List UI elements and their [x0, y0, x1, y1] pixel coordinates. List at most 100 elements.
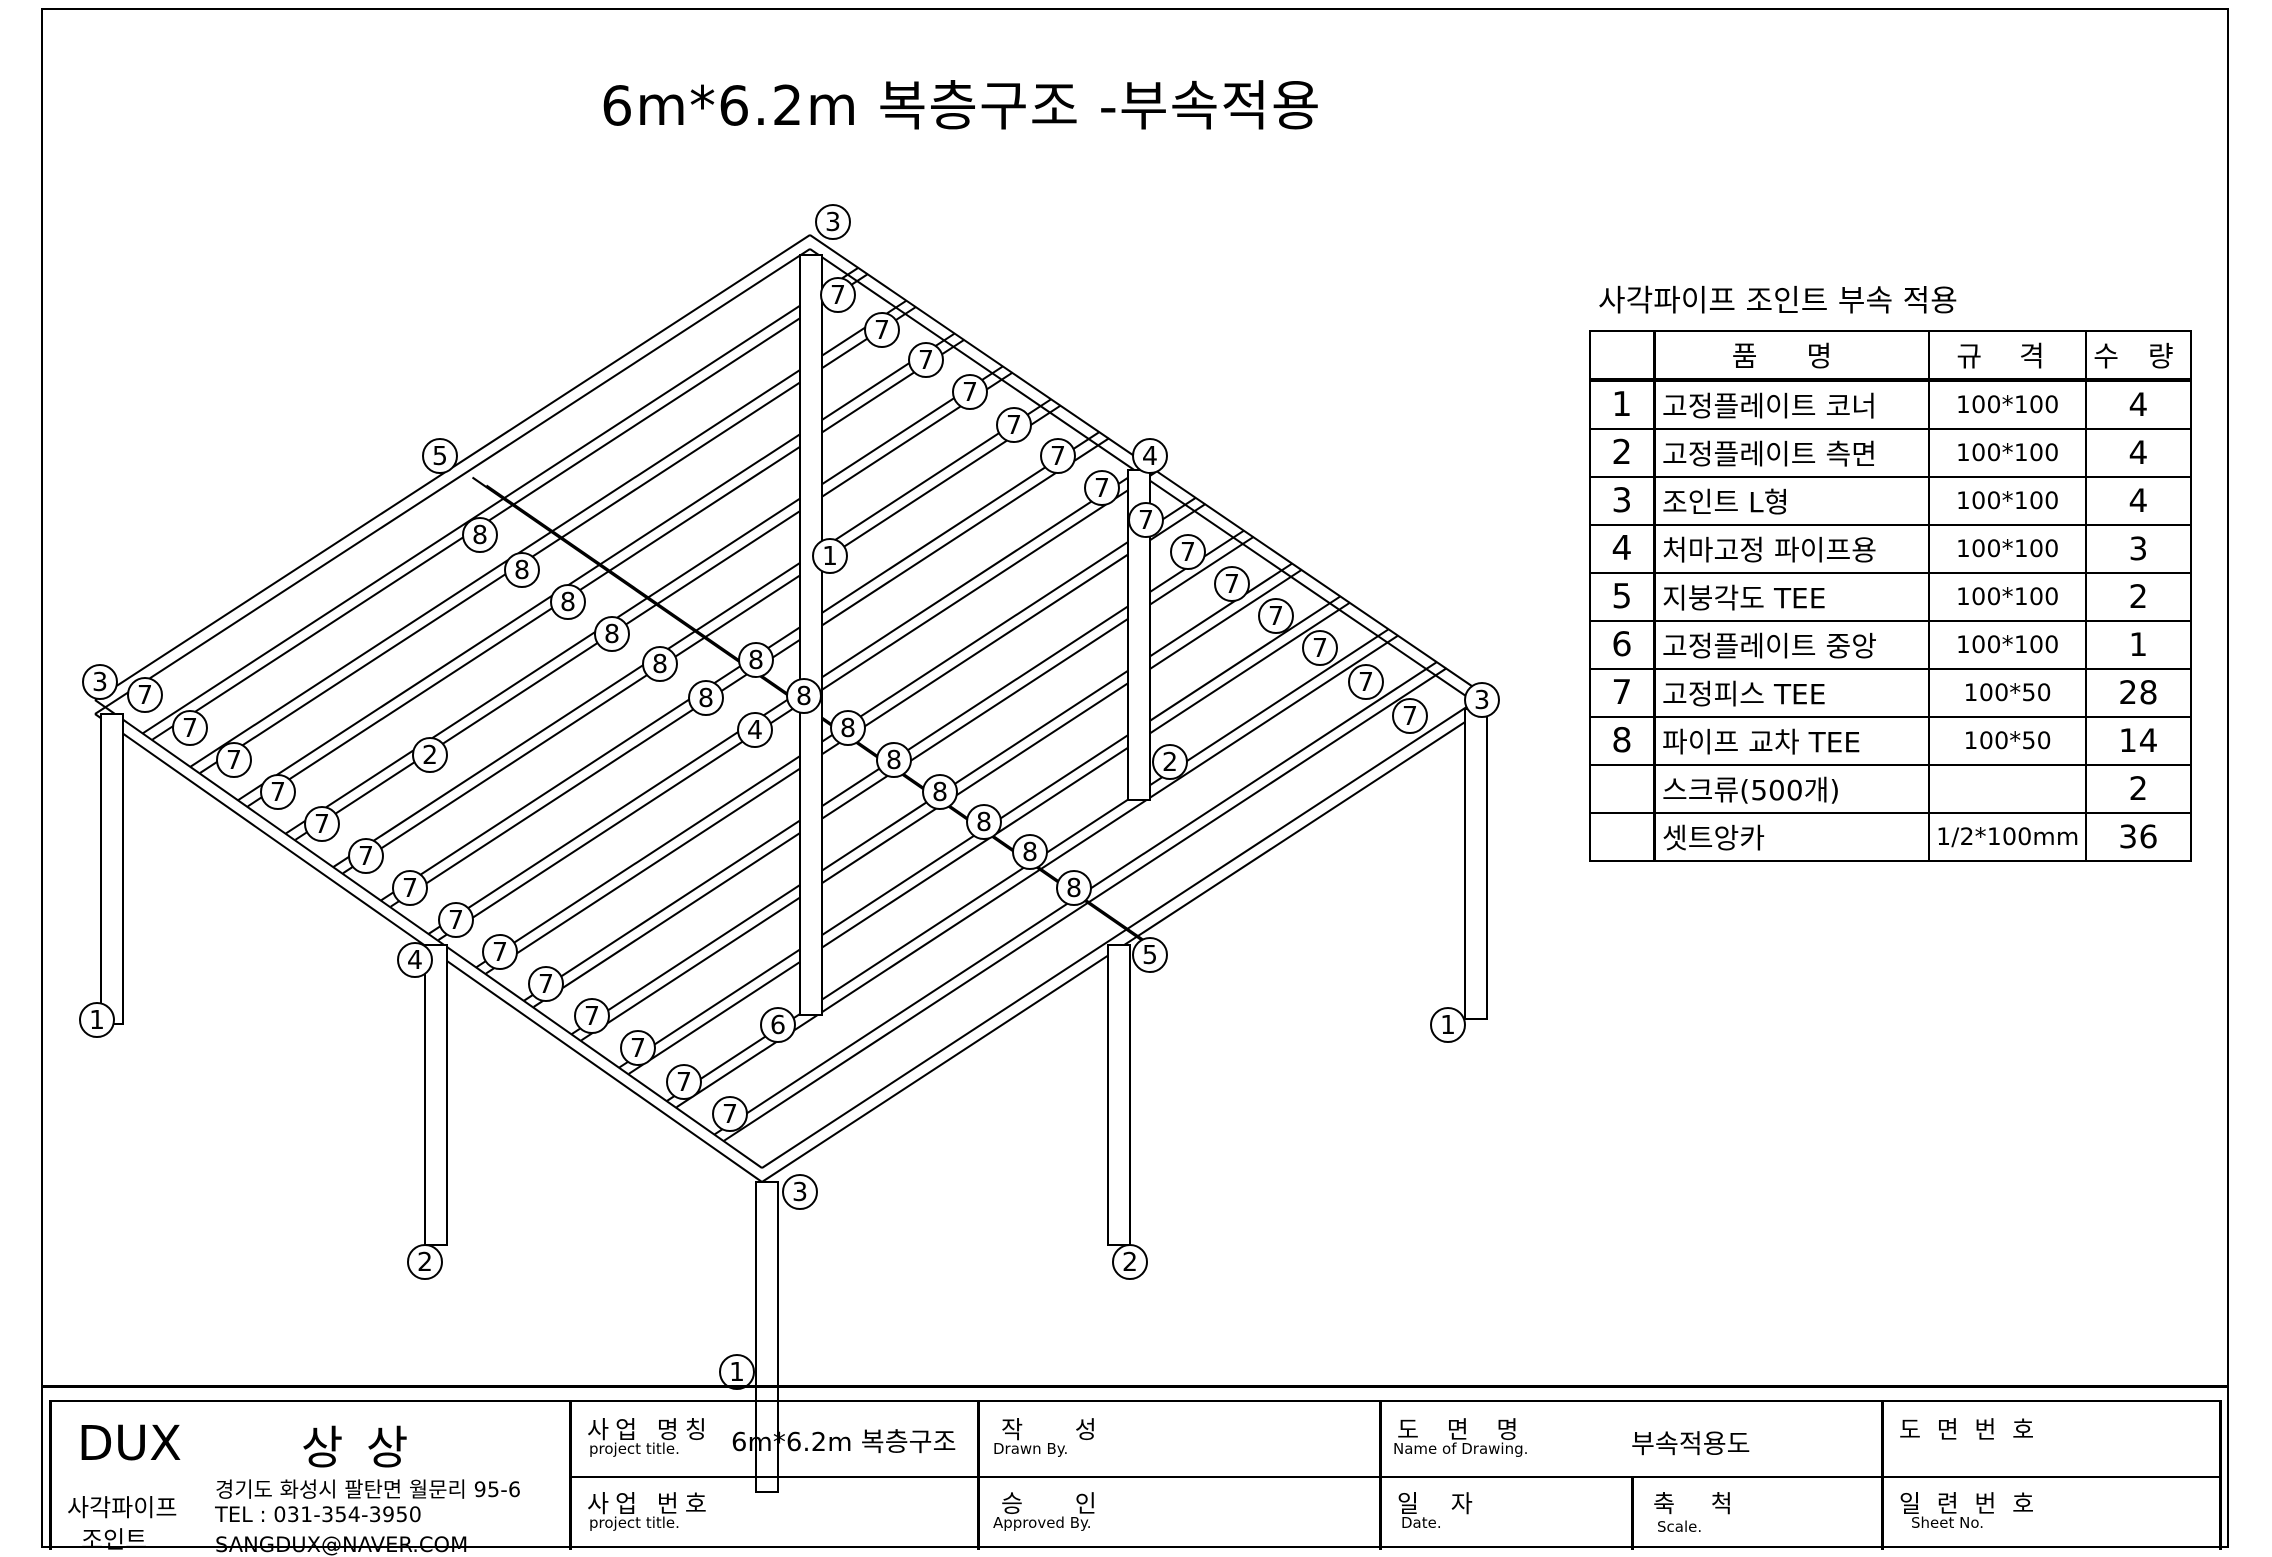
callout-number: 1 [822, 542, 839, 572]
purlin-beam [676, 634, 1400, 1108]
callout-circle [966, 804, 1002, 840]
callout-circle [1430, 1007, 1466, 1043]
project-name: 6m*6.2m 복층구조 [731, 1428, 957, 1458]
part-qty-cell: 36 [2085, 812, 2192, 862]
approved-by-label: 승 인 [1001, 1490, 1119, 1518]
callout-number: 7 [270, 778, 287, 808]
drawn-by-label-en: Drawn By. [993, 1440, 1069, 1458]
callout-circle [786, 678, 822, 714]
callout-number: 5 [432, 442, 449, 472]
callout-circle [1170, 534, 1206, 570]
support-post [755, 1181, 779, 1493]
callout-number: 8 [886, 746, 903, 776]
purlin-beam [237, 332, 956, 802]
callout-number: 8 [796, 682, 813, 712]
callout-number: 7 [1050, 442, 1067, 472]
callout-circle [407, 1244, 443, 1280]
purlin-beam [189, 299, 907, 768]
callout-circle [392, 870, 428, 906]
part-name-cell: 고정피스 TEE [1653, 668, 1930, 718]
callout-circle [1392, 698, 1428, 734]
callout-circle [1258, 598, 1294, 634]
callout-circle [952, 374, 988, 410]
part-name-cell: 지붕각도 TEE [1653, 572, 1930, 622]
drawing-no-label: 도 면 번 호 [1899, 1416, 2039, 1444]
part-no-cell: 8 [1589, 716, 1656, 766]
project-name-label: 사업 명칭 [587, 1416, 713, 1444]
drawing-frame [41, 8, 2229, 1548]
purlin-beam [199, 305, 917, 774]
callout-number: 5 [1142, 941, 1159, 971]
header-name-cell: 품 명 [1653, 330, 1930, 382]
callout-number: 7 [1268, 602, 1285, 632]
support-post [100, 713, 124, 1025]
callout-number: 7 [630, 1034, 647, 1064]
callout-number: 8 [1066, 874, 1083, 904]
structure-beams [94, 234, 1486, 1183]
support-post [424, 944, 448, 1246]
part-no-cell: 7 [1589, 668, 1656, 718]
callout-number: 7 [492, 938, 509, 968]
company-email: SANGDUX@NAVER.COM [215, 1533, 469, 1557]
callout-number: 7 [874, 316, 891, 346]
callout-number: 3 [92, 668, 109, 698]
callout-number: 8 [748, 646, 765, 676]
part-qty-cell: 14 [2085, 716, 2192, 766]
callout-number: 7 [1224, 570, 1241, 600]
callout-number: 3 [1474, 686, 1491, 716]
product-line-2: 조인트 [81, 1526, 148, 1554]
page-title: 6m*6.2m 복층구조 -부속적용 [600, 75, 1322, 138]
product-line: 사각파이프 [67, 1494, 178, 1522]
part-name-cell: 고정플레이트 측면 [1653, 428, 1930, 478]
part-spec-cell: 1/2*100mm [1927, 812, 2088, 862]
part-spec-cell: 100*100 [1927, 379, 2088, 430]
tb-divider [1379, 1400, 1382, 1550]
callout-number: 7 [722, 1100, 739, 1130]
callout-circle [1214, 566, 1250, 602]
callout-number: 7 [538, 970, 555, 1000]
callout-number: 8 [1022, 838, 1039, 868]
callout-number: 2 [1122, 1248, 1139, 1278]
parts-table-caption: 사각파이프 조인트 부속 적용 [1598, 284, 1958, 319]
part-no-cell [1589, 812, 1656, 862]
callout-number: 8 [604, 620, 621, 650]
tb-divider [569, 1400, 572, 1550]
callout-circle [738, 642, 774, 678]
part-spec-cell: 100*100 [1927, 524, 2088, 574]
tb-divider [49, 1400, 52, 1550]
callout-number: 7 [1180, 538, 1197, 568]
callout-number: 7 [448, 906, 465, 936]
part-spec-cell: 100*100 [1927, 476, 2088, 526]
callout-number: 7 [314, 810, 331, 840]
callout-circle [688, 680, 724, 716]
callout-circle [820, 277, 856, 313]
callout-number: 7 [137, 681, 154, 711]
callout-number: 3 [792, 1178, 809, 1208]
callout-circle [737, 712, 773, 748]
scale-label-en: Scale. [1657, 1518, 1703, 1536]
callout-circle [1348, 664, 1384, 700]
callout-number: 7 [1138, 506, 1155, 536]
callout-number: 3 [825, 208, 842, 238]
callout-circle [304, 806, 340, 842]
callout-circle [719, 1354, 755, 1390]
part-name-cell: 처마고정 파이프용 [1653, 524, 1930, 574]
part-spec-cell: 100*100 [1927, 620, 2088, 670]
callout-number: 7 [402, 874, 419, 904]
callout-number: 8 [560, 588, 577, 618]
callout-circle [812, 538, 848, 574]
part-name-cell: 고정플레이트 코너 [1653, 379, 1930, 430]
part-spec-cell [1927, 764, 2088, 814]
callout-circle [666, 1064, 702, 1100]
part-no-cell: 6 [1589, 620, 1656, 670]
callout-circle [462, 517, 498, 553]
callout-circle [996, 407, 1032, 443]
drawing-name-label-en: Name of Drawing. [1393, 1440, 1529, 1458]
callout-number: 2 [422, 741, 439, 771]
